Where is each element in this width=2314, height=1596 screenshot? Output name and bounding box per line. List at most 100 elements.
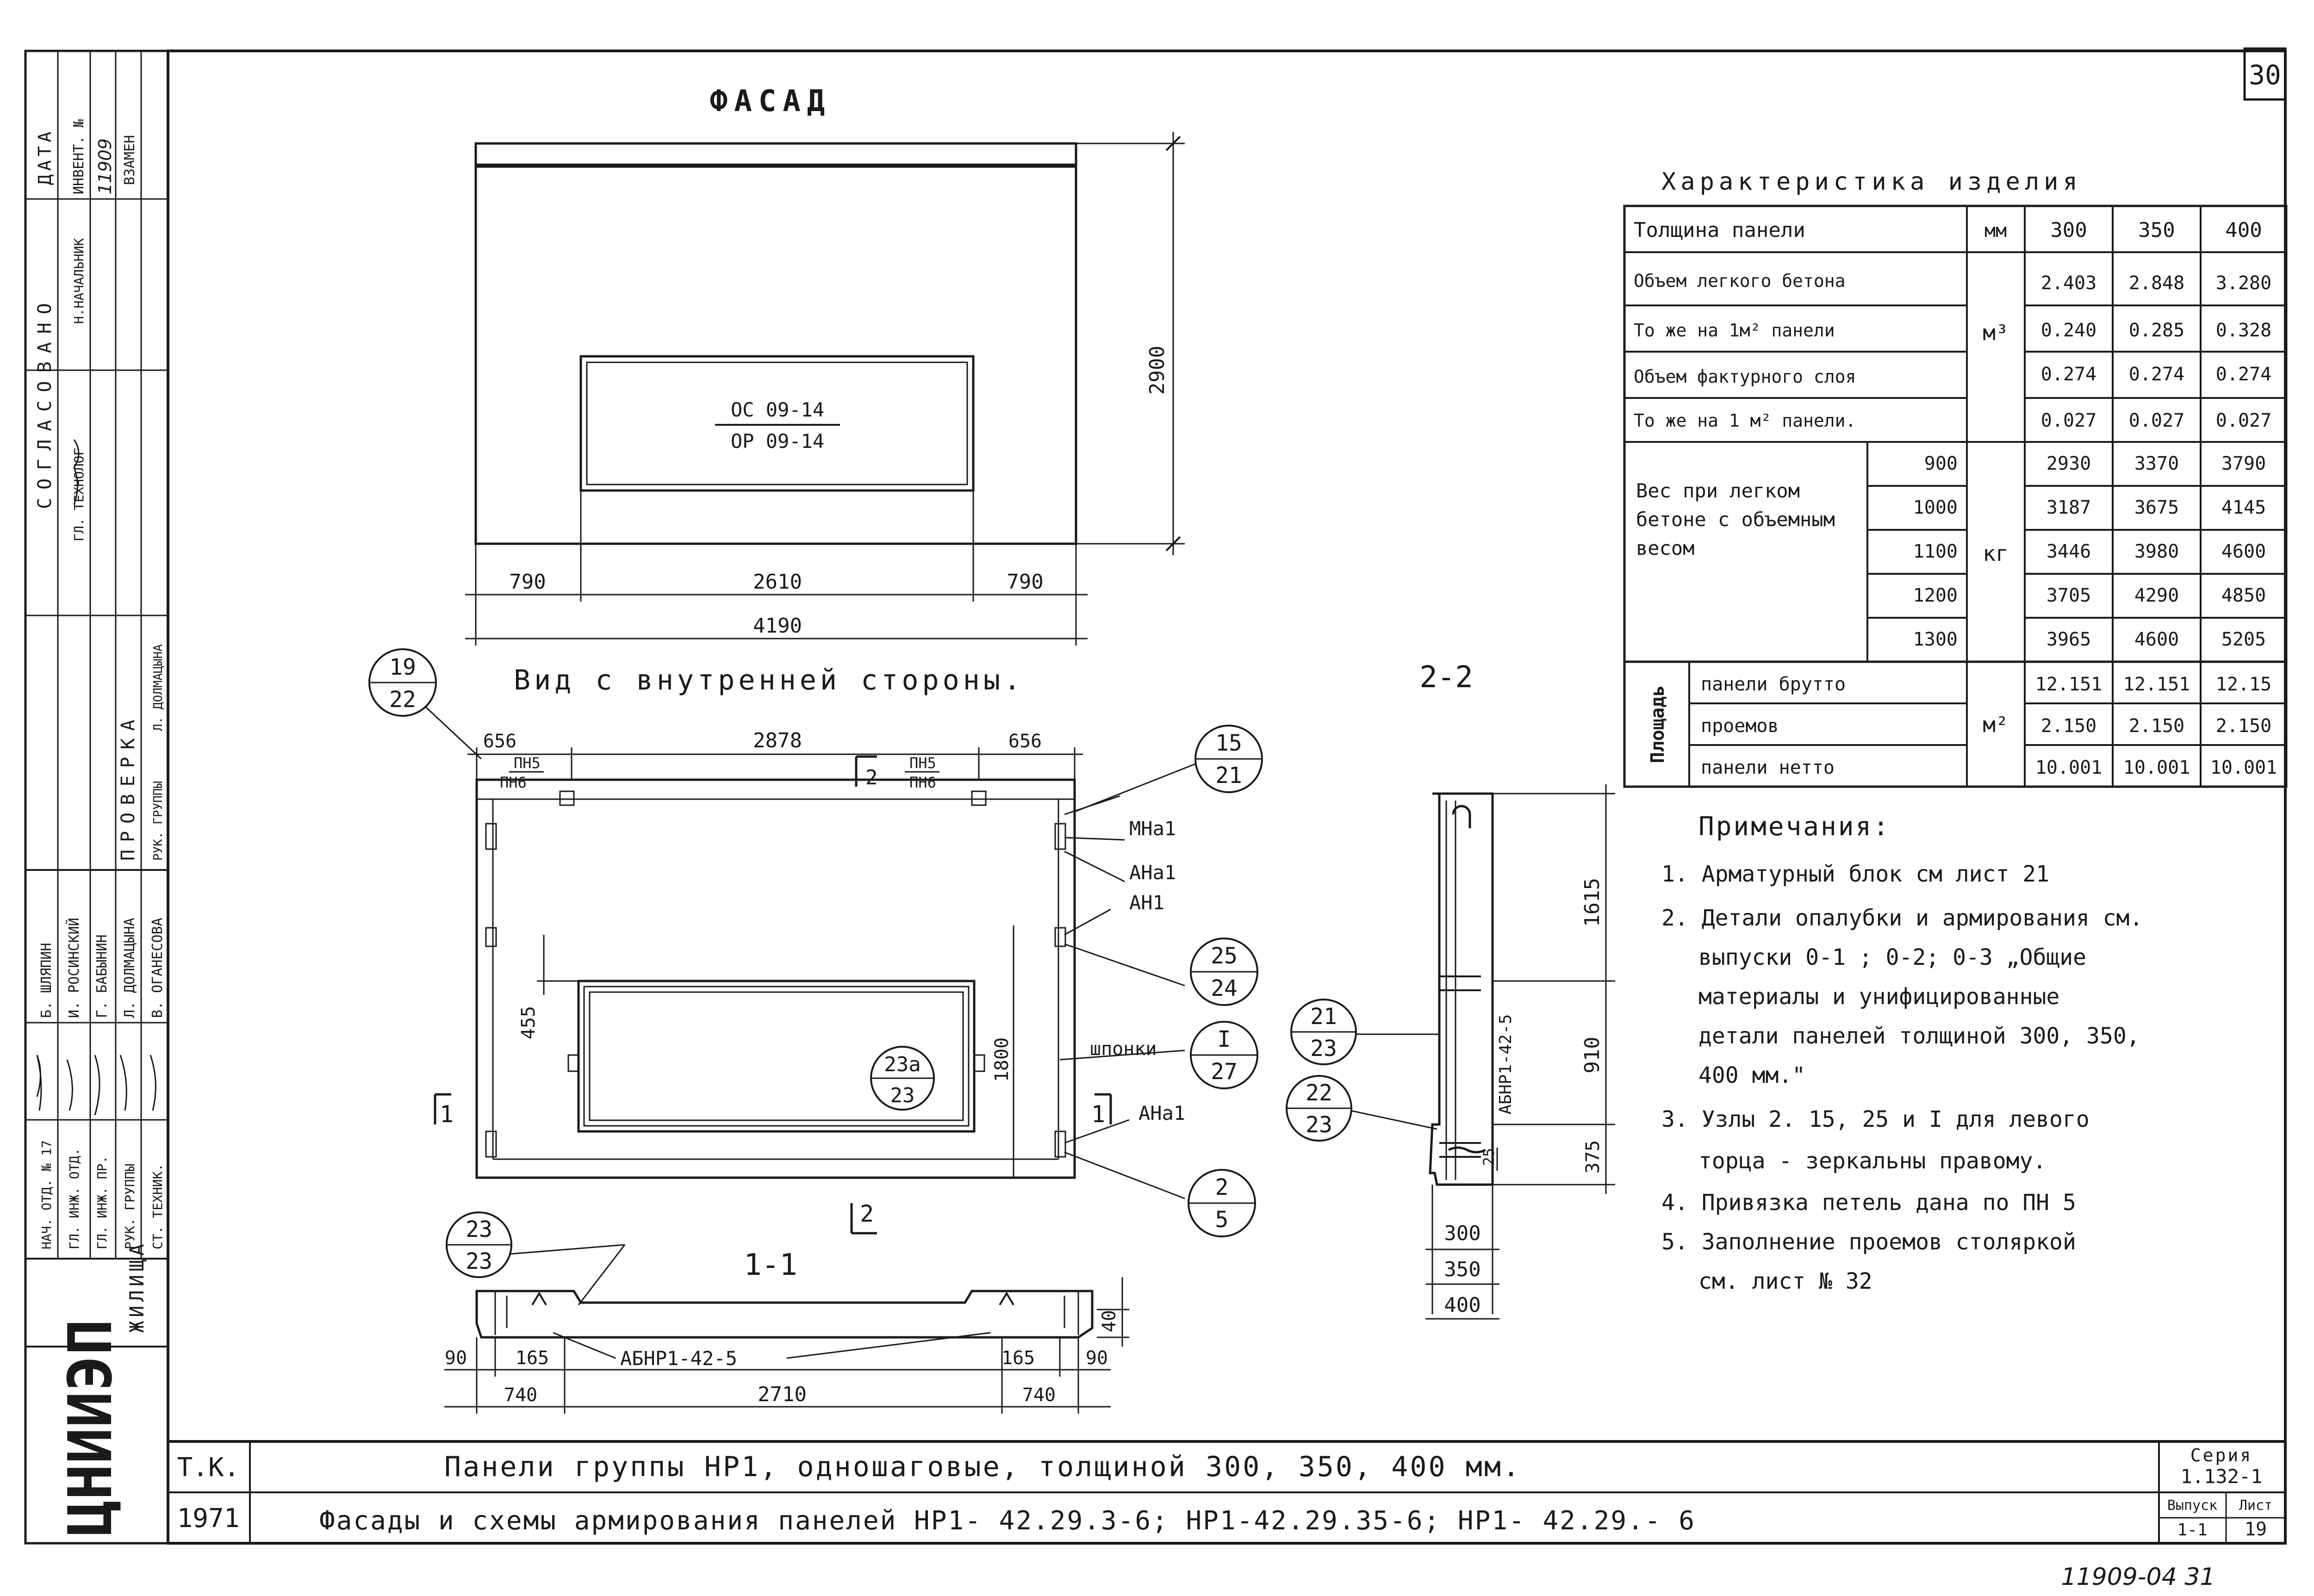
svg-text:I: I	[1218, 1026, 1231, 1052]
svg-text:23: 23	[1306, 1112, 1332, 1138]
title-line-1: Панели группы НР1, одношаговые, толщиной…	[444, 1451, 1521, 1483]
svg-text:27: 27	[1211, 1059, 1238, 1085]
vypusk-value: 1-1	[2177, 1521, 2207, 1540]
svg-text:15: 15	[1215, 730, 1242, 756]
facade-view: ФАСАД ОС 09-14 ОР 09-14 2900 790 2610 79…	[465, 84, 1185, 646]
inner-view-title: Вид с внутренней стороны.	[514, 664, 1024, 696]
weight-density-1: 1000	[1913, 497, 1958, 518]
note-line-9: 5. Заполнение проемов столяркой	[1661, 1229, 2076, 1255]
staff-role-3: РУК. ГРУППЫ	[122, 1164, 137, 1249]
list-value: 19	[2245, 1519, 2267, 1540]
pn6-right-label: ПН6	[909, 774, 936, 791]
section-2-2: 2-2 1615 910 375 25 АБНР1-42-5 21 23 22 …	[1286, 660, 1615, 1320]
seria-value: 1.132-1	[2180, 1465, 2262, 1488]
svg-text:5: 5	[1215, 1207, 1229, 1233]
weight-4-v1: 4600	[2134, 629, 2179, 650]
svg-text:23: 23	[1310, 1036, 1337, 1062]
section-11-dim-40: 40	[1099, 1310, 1120, 1332]
title-line-2: Фасады и схемы армирования панелей НР1- …	[319, 1506, 1696, 1536]
notes-block: Примечания: 1. Арматурный блок см лист 2…	[1661, 812, 2143, 1294]
note-line-8: 4. Привязка петель дана по ПН 5	[1661, 1190, 2076, 1216]
row-3-label: То же на 1 м² панели.	[1634, 410, 1856, 431]
staff-name-2: Г. БАБЫНИН	[94, 934, 110, 1018]
sheet-corner-box	[2243, 47, 2287, 101]
section-11-dim-90-left: 90	[445, 1348, 467, 1369]
cut-1-right: 1	[1091, 1101, 1105, 1128]
cut-2-top: 2	[865, 766, 878, 789]
gl-tehnolog-label: ГЛ. ТЕХНОЛОГ	[71, 448, 87, 541]
weight-density-3: 1200	[1913, 585, 1958, 606]
invent-number: 11909	[95, 138, 115, 194]
weight-2-v2: 4600	[2221, 541, 2266, 562]
section-22-block-label: АБНР1-42-5	[1496, 1014, 1515, 1115]
nachalnik-label: Н.НАЧАЛЬНИК	[71, 238, 87, 324]
area-label: Площадь	[1647, 685, 1668, 764]
area-row-1-v0: 2.150	[2041, 715, 2096, 737]
title-block: Т.К. 1971 Панели группы НР1, одношаговые…	[168, 1440, 2285, 1543]
note-line-4: детали панелей толщиной 300, 350,	[1698, 1023, 2140, 1049]
staff-role-2: ГЛ. ИНЖ. ПР.	[94, 1156, 110, 1249]
weight-2-v0: 3446	[2047, 541, 2091, 562]
staff-name-3: Л. ДОЛМАЦЫНА	[122, 918, 138, 1018]
table-header-300: 300	[2050, 218, 2087, 242]
label-ana1-top: АНа1	[1129, 861, 1176, 884]
note-line-6: 3. Узлы 2. 15, 25 и I для левого	[1661, 1106, 2090, 1132]
staff-role-4: СТ. ТЕХНИК.	[150, 1164, 165, 1249]
facade-window-opening	[579, 355, 975, 492]
org-logo: ЦНИИЭП	[55, 1319, 125, 1536]
table-header-350: 350	[2138, 218, 2175, 242]
section-22-thick-350: 350	[1444, 1258, 1480, 1281]
callout-2-5: 2 5	[1188, 1169, 1256, 1237]
cut-1-left: 1	[440, 1101, 454, 1128]
org-sub-label: ЖИЛИЩА	[125, 1240, 148, 1333]
section-11-title: 1-1	[744, 1248, 797, 1282]
left-approval-strip: СОГЛАСОВАНО ДАТА ГЛ. ТЕХНОЛОГ Н.НАЧАЛЬНИ…	[24, 50, 169, 1545]
facade-dim-left: 790	[509, 570, 546, 594]
weight-2-v1: 3980	[2134, 541, 2179, 562]
note-line-2: выпуски 0-1 ; 0-2; 0-3 „Общие	[1698, 944, 2086, 970]
inner-view: Вид с внутренней стороны. 656 2878 656 П…	[368, 648, 1263, 1237]
signature-scribble	[36, 439, 156, 1116]
row-3-v0: 0.027	[2041, 410, 2096, 431]
svg-text:23а: 23а	[884, 1053, 921, 1076]
row-3-v2: 0.027	[2216, 410, 2271, 431]
pn5-right-label: ПН5	[909, 754, 936, 772]
row-0-v1: 2.848	[2129, 273, 2184, 294]
callout-21-23: 21 23	[1290, 999, 1439, 1065]
callout-23-23: 23 23	[446, 1211, 626, 1305]
data-label: ДАТА	[35, 128, 55, 185]
facade-panel-outline	[474, 142, 1077, 545]
invent-label: ИНВЕНТ. №	[71, 119, 87, 194]
section-11-outline	[475, 1290, 1094, 1339]
row-1-label: То же на 1м² панели	[1634, 320, 1835, 341]
svg-text:22: 22	[1306, 1080, 1332, 1106]
staff-name-0: Б. ШЛЯПИН	[38, 943, 55, 1018]
row-0-v2: 3.280	[2216, 273, 2271, 294]
section-11-dim-740-left: 740	[504, 1385, 537, 1406]
area-row-0-label: панели брутто	[1701, 674, 1846, 695]
callout-I-27: I 27	[1190, 1021, 1258, 1089]
inner-dim-top-right: 656	[1008, 731, 1042, 752]
section-22-thick-400: 400	[1444, 1293, 1480, 1317]
note-line-0: 1. Арматурный блок см лист 21	[1661, 861, 2049, 887]
svg-text:23: 23	[466, 1217, 492, 1242]
ruk-gruppy-name: Л. ДОЛМАЦЫНА	[151, 644, 165, 731]
table-header-unit: мм	[1984, 220, 2007, 242]
list-label: Лист	[2239, 1497, 2272, 1514]
seria-label: Серия	[2190, 1445, 2252, 1466]
facade-dim-mid: 2610	[753, 570, 802, 594]
area-row-2-v0: 10.001	[2035, 757, 2103, 778]
cut-2-bottom: 2	[860, 1200, 874, 1227]
footer-note: 11909-04 31	[2061, 1563, 2215, 1591]
note-line-7: торца - зеркальны правому.	[1698, 1148, 2046, 1174]
area-row-0-v2: 12.15	[2216, 674, 2271, 695]
note-line-10: см. лист № 32	[1698, 1268, 1872, 1294]
section-22-outline	[1429, 792, 1494, 1186]
soglasovano-label: СОГЛАСОВАНО	[34, 295, 56, 509]
row-1-v2: 0.328	[2216, 320, 2271, 341]
label-an1: АН1	[1129, 891, 1164, 914]
callout-25-24: 25 24	[1190, 938, 1258, 1006]
unit-kg: кг	[1983, 541, 2008, 566]
callout-23a-23: 23а 23	[870, 1046, 935, 1111]
area-row-1-label: проемов	[1701, 715, 1779, 737]
